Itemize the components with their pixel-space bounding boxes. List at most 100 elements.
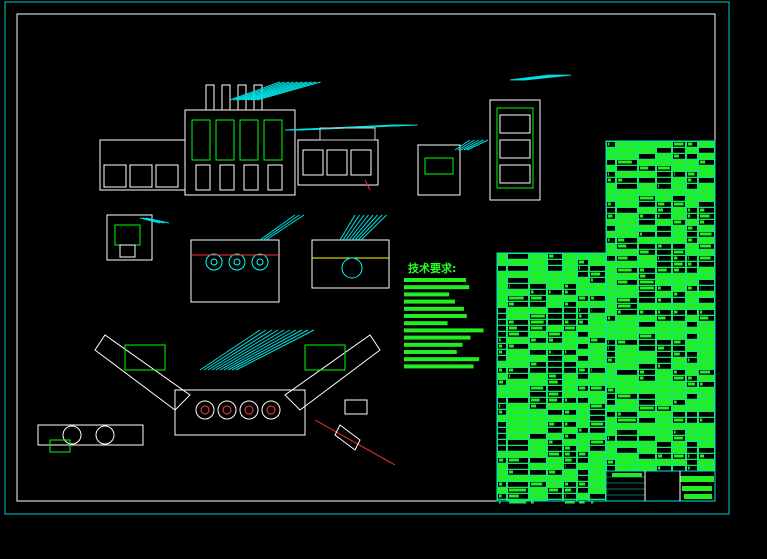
table-cell-text (658, 310, 661, 314)
table-cell-text (591, 320, 600, 324)
table-cell-dark (639, 322, 655, 327)
table-cell-text (700, 268, 710, 272)
table-cell-dark (687, 358, 697, 363)
assembly-leaders (219, 329, 291, 371)
table-cell-dark (590, 494, 605, 499)
table-cell-dark (657, 262, 671, 267)
table-cell-text (579, 326, 582, 330)
table-cell-text (579, 308, 580, 312)
table-cell-text (658, 286, 661, 290)
table-cell-text (640, 424, 652, 428)
table-cell-text (618, 364, 633, 368)
table-cell-text (674, 340, 681, 344)
table-cell-text (618, 376, 623, 380)
table-cell-dark (578, 470, 588, 475)
table-cell-text (700, 274, 705, 278)
chock (499, 139, 531, 159)
table-cell-text (565, 254, 573, 258)
table-cell-text (549, 398, 558, 402)
roll-base (267, 164, 283, 191)
table-cell-text (688, 370, 692, 374)
table-cell-dark (548, 446, 562, 451)
table-cell-text (565, 392, 573, 396)
table-cell-text (608, 328, 609, 332)
table-cell-text (640, 268, 644, 272)
table-cell-dark (657, 208, 671, 213)
table-cell-text (565, 494, 566, 498)
table-cell-dark (657, 298, 671, 303)
gearbox-leaders (262, 214, 300, 241)
table-cell-text (640, 148, 645, 152)
table-cell-dark (607, 394, 615, 399)
table-cell-text (640, 460, 651, 464)
right-arm-motor (304, 344, 346, 371)
table-cell-dark (564, 350, 576, 355)
table-cell-dark (548, 362, 562, 367)
table-cell-text (608, 310, 611, 314)
table-cell-text (618, 148, 621, 152)
front-view-leaders (229, 81, 281, 101)
requirement-text-line (404, 335, 471, 340)
table-cell-text (531, 404, 537, 408)
front-view-leaders (247, 81, 308, 101)
table-cell-text (688, 178, 692, 182)
table-cell-text (640, 286, 654, 290)
table-cell-dark (564, 308, 576, 313)
table-cell-dark (578, 398, 588, 403)
table-cell-dark (548, 320, 562, 325)
assembly-leaders (227, 329, 303, 371)
technical-requirements-title: 技术要求: (408, 262, 457, 275)
table-cell-text (688, 382, 695, 386)
table-cell-dark (498, 308, 506, 313)
table-cell-dark (548, 350, 562, 355)
table-cell-text (591, 404, 602, 408)
table-cell-text (579, 278, 587, 282)
table-cell-dark (699, 412, 714, 417)
section-leaders (360, 214, 387, 241)
table-cell-dark (607, 160, 615, 165)
table-cell-text (674, 178, 679, 182)
table-cell-text (674, 436, 683, 440)
table-cell-text (499, 380, 504, 384)
table-cell-dark (617, 208, 637, 213)
table-cell-dark (657, 226, 671, 231)
table-cell-dark (657, 148, 671, 153)
right-arm (284, 334, 381, 411)
table-cell-text (608, 448, 614, 452)
table-cell-dark (498, 434, 506, 439)
table-cell-dark (548, 422, 562, 427)
table-cell-dark (607, 142, 615, 147)
table-cell-text (591, 458, 598, 462)
table-cell-dark (657, 352, 671, 357)
table-cell-text (608, 340, 609, 344)
side-view-leaders (454, 139, 471, 151)
front-view-leaders (232, 81, 285, 101)
table-cell-text (549, 284, 552, 288)
table-cell-text (608, 442, 610, 446)
table-cell-text (499, 416, 504, 420)
table-cell-dark (657, 232, 671, 237)
table-cell-dark (508, 446, 528, 451)
table-cell-text (618, 442, 634, 446)
table-cell-text (618, 250, 635, 254)
table-cell-dark (657, 466, 671, 471)
table-cell-dark (673, 244, 685, 249)
table-cell-text (674, 430, 676, 434)
table-cell-dark (508, 320, 528, 325)
table-cell-dark (564, 320, 576, 325)
roll (239, 400, 259, 420)
table-cell-text (700, 142, 703, 146)
table-cell-dark (548, 386, 562, 391)
table-cell-dark (673, 310, 685, 315)
table-cell-dark (657, 184, 671, 189)
table-cell-text (618, 178, 623, 182)
bl-roll (62, 425, 82, 445)
table-cell-dark (548, 290, 562, 295)
table-cell-dark (639, 370, 655, 375)
table-cell-text (688, 298, 691, 302)
table-cell-dark (530, 350, 546, 355)
table-cell-text (579, 368, 585, 372)
table-cell-text (688, 226, 693, 230)
table-cell-dark (687, 208, 697, 213)
table-cell-text (658, 304, 668, 308)
